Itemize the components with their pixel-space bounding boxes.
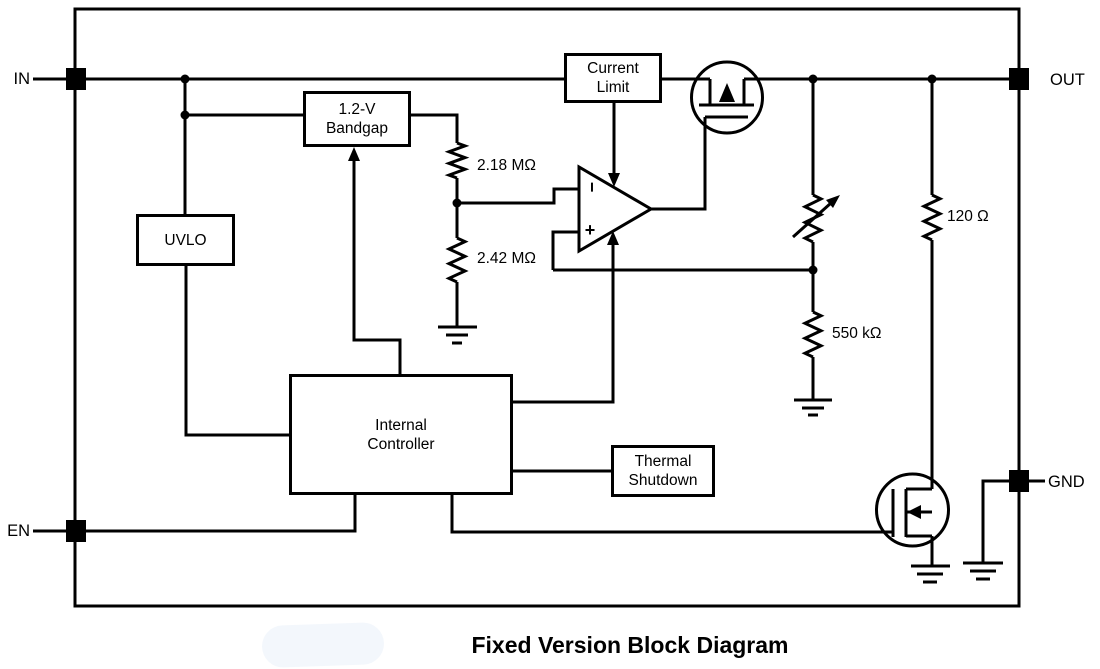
en-rail-wire bbox=[33, 495, 357, 533]
junction-dot bbox=[808, 265, 818, 275]
current-limit-arrowhead bbox=[608, 173, 620, 187]
junction-dot bbox=[927, 74, 937, 84]
ground-symbol-pulldown bbox=[794, 398, 832, 417]
en-pin-square bbox=[66, 520, 86, 542]
varres-arrowhead bbox=[826, 195, 840, 208]
internal-controller-label-line2: Controller bbox=[367, 435, 435, 453]
current-limit-label-line2: Limit bbox=[596, 79, 630, 96]
current-limit-label-line1: Current bbox=[587, 60, 639, 77]
internal-controller-block: Internal Controller bbox=[289, 374, 513, 495]
inverting-input-marker: − bbox=[582, 182, 602, 193]
pulldown-resistor-label: 550 kΩ bbox=[832, 325, 882, 342]
divider-top-resistor-label: 2.18 MΩ bbox=[477, 157, 536, 174]
uvlo-block: UVLO bbox=[136, 214, 235, 266]
current-limit-block: Current Limit bbox=[564, 53, 662, 103]
junction-dot bbox=[808, 74, 818, 84]
controller-erroramp-wire bbox=[513, 243, 615, 404]
diagram-title: Fixed Version Block Diagram bbox=[471, 632, 789, 658]
thermal-shutdown-label-line2: Shutdown bbox=[628, 472, 698, 489]
error-amplifier bbox=[577, 164, 654, 254]
internal-controller-label-line1: Internal bbox=[375, 416, 427, 434]
thermal-shutdown-block: Thermal Shutdown bbox=[611, 445, 715, 497]
ground-symbol-gndpin bbox=[963, 561, 1003, 581]
ground-symbol-nmos bbox=[911, 564, 950, 584]
gnd-internal-wire bbox=[981, 479, 1009, 563]
output-resistor bbox=[920, 193, 944, 242]
thermal-shutdown-label-line1: Thermal bbox=[634, 453, 692, 470]
junction-dot bbox=[180, 74, 190, 84]
in-pin-label: IN bbox=[13, 70, 31, 88]
ground-symbol-divider bbox=[438, 325, 477, 345]
bandgap-label-line2: Bandgap bbox=[325, 120, 389, 137]
pmos-arrow bbox=[719, 83, 735, 102]
bandgap-arrowhead bbox=[348, 147, 360, 161]
varres-arrow-line bbox=[791, 201, 833, 239]
in-pin-square bbox=[66, 68, 86, 90]
pulldown-resistor bbox=[801, 310, 825, 359]
uvlo-label: UVLO bbox=[164, 231, 207, 249]
bandgap-output-wire bbox=[411, 113, 459, 143]
divider-top-resistor bbox=[444, 141, 470, 180]
nmos-gate-wire bbox=[450, 495, 893, 534]
nmos-source-lead bbox=[906, 534, 934, 566]
output-resistor-label: 120 Ω bbox=[947, 208, 989, 225]
erroramp-plus-arrowhead bbox=[607, 231, 619, 245]
erroramp-output-wire bbox=[651, 117, 707, 211]
out-pin-label: OUT bbox=[1050, 71, 1085, 89]
divider-bottom-resistor bbox=[445, 236, 469, 284]
controller-bandgap-wire bbox=[352, 158, 402, 374]
en-pin-label: EN bbox=[7, 522, 30, 540]
out-pin-square bbox=[1009, 68, 1029, 90]
inverting-input-wire bbox=[457, 187, 579, 205]
noninverting-input-wire bbox=[551, 230, 579, 270]
package-border bbox=[73, 7, 1021, 608]
bandgap-label-line1: 1.2-V bbox=[338, 101, 376, 118]
uvlo-output-wire bbox=[184, 266, 289, 437]
nmos-arrow bbox=[907, 505, 921, 519]
divider-bottom-resistor-label: 2.42 MΩ bbox=[477, 250, 536, 267]
highlight-smudge bbox=[261, 621, 385, 669]
junction-dot bbox=[180, 110, 190, 120]
junction-dot bbox=[452, 198, 462, 208]
gnd-pin-label: GND bbox=[1048, 473, 1085, 491]
gnd-pin-square bbox=[1009, 470, 1029, 492]
bandgap-block: 1.2-V Bandgap bbox=[303, 91, 411, 147]
noninverting-input-marker: + bbox=[585, 220, 596, 240]
